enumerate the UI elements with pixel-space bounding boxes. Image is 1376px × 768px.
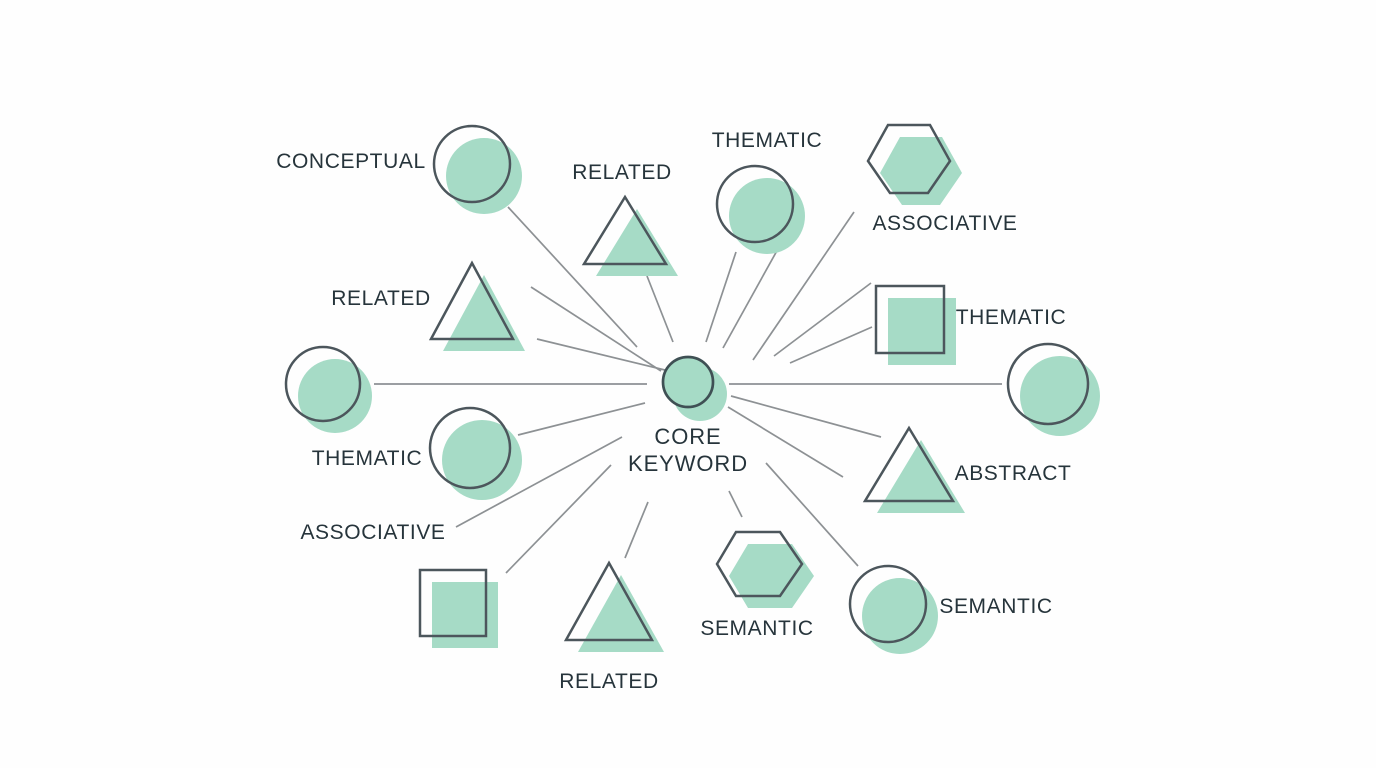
thematic-top-circle-label: THEMATIC bbox=[711, 129, 823, 152]
semantic-right-circle-shape bbox=[848, 564, 928, 644]
thematic-right-square-label: THEMATIC bbox=[955, 306, 1067, 329]
connector-line bbox=[646, 275, 674, 343]
left-circle-fill bbox=[298, 359, 372, 433]
related-top-triangle-fill bbox=[596, 209, 678, 276]
abstract-triangle-fill bbox=[877, 440, 965, 513]
connector-line bbox=[765, 462, 859, 567]
core-keyword-shape bbox=[661, 355, 715, 409]
connector-line bbox=[789, 326, 873, 364]
associative-square-label: ASSOCIATIVE bbox=[300, 521, 446, 544]
related-bottom-triangle-fill bbox=[578, 575, 664, 652]
connector-line bbox=[730, 395, 882, 438]
connector-line bbox=[517, 402, 646, 436]
associative-hexagon-shape bbox=[866, 123, 952, 195]
right-circle-fill bbox=[1020, 356, 1100, 436]
connector-line bbox=[505, 464, 612, 574]
connector-line bbox=[728, 490, 743, 518]
right-circle-shape bbox=[1006, 342, 1090, 426]
connector-line bbox=[727, 406, 844, 478]
semantic-hexagon-shape bbox=[715, 530, 804, 598]
core-keyword-label-line: CORE bbox=[654, 424, 722, 449]
connector-line bbox=[705, 251, 737, 343]
related-bottom-triangle-label: RELATED bbox=[559, 670, 659, 693]
core-keyword-label-line: KEYWORD bbox=[628, 451, 748, 476]
thematic-top-circle-shape bbox=[715, 164, 795, 244]
thematic-top-circle-fill bbox=[729, 178, 805, 254]
connector-line bbox=[773, 282, 872, 357]
connector-line bbox=[624, 501, 649, 559]
thematic-left-circle-shape bbox=[428, 406, 512, 490]
abstract-triangle-shape bbox=[862, 425, 956, 503]
connector-line bbox=[455, 436, 623, 528]
thematic-left-circle-fill bbox=[442, 420, 522, 500]
abstract-triangle-label: ABSTRACT bbox=[954, 462, 1072, 485]
semantic-hexagon-fill bbox=[729, 544, 814, 608]
associative-hexagon-label: ASSOCIATIVE bbox=[872, 212, 1018, 235]
conceptual-circle-shape bbox=[432, 124, 512, 204]
associative-square-fill bbox=[432, 582, 498, 648]
associative-square-shape bbox=[418, 568, 488, 638]
related-left-triangle-shape bbox=[428, 260, 516, 341]
semantic-right-circle-fill bbox=[862, 578, 938, 654]
conceptual-circle-fill bbox=[446, 138, 522, 214]
thematic-right-square-shape bbox=[874, 284, 946, 355]
connector-line bbox=[752, 211, 855, 361]
semantic-hexagon-label: SEMANTIC bbox=[700, 617, 814, 640]
connector-line bbox=[530, 286, 662, 372]
left-circle-shape bbox=[284, 345, 362, 423]
connector-line bbox=[507, 206, 638, 348]
conceptual-circle-label: CONCEPTUAL bbox=[276, 150, 426, 173]
connector-line bbox=[536, 338, 670, 372]
thematic-right-square-fill bbox=[888, 298, 956, 365]
related-left-triangle-label: RELATED bbox=[331, 287, 431, 310]
related-left-triangle-fill bbox=[443, 275, 525, 351]
related-top-triangle-shape bbox=[581, 194, 669, 266]
related-bottom-triangle-shape bbox=[563, 560, 655, 642]
thematic-left-circle-label: THEMATIC bbox=[311, 447, 423, 470]
related-top-triangle-label: RELATED bbox=[572, 161, 672, 184]
semantic-right-circle-label: SEMANTIC bbox=[939, 595, 1053, 618]
associative-hexagon-fill bbox=[880, 137, 962, 205]
